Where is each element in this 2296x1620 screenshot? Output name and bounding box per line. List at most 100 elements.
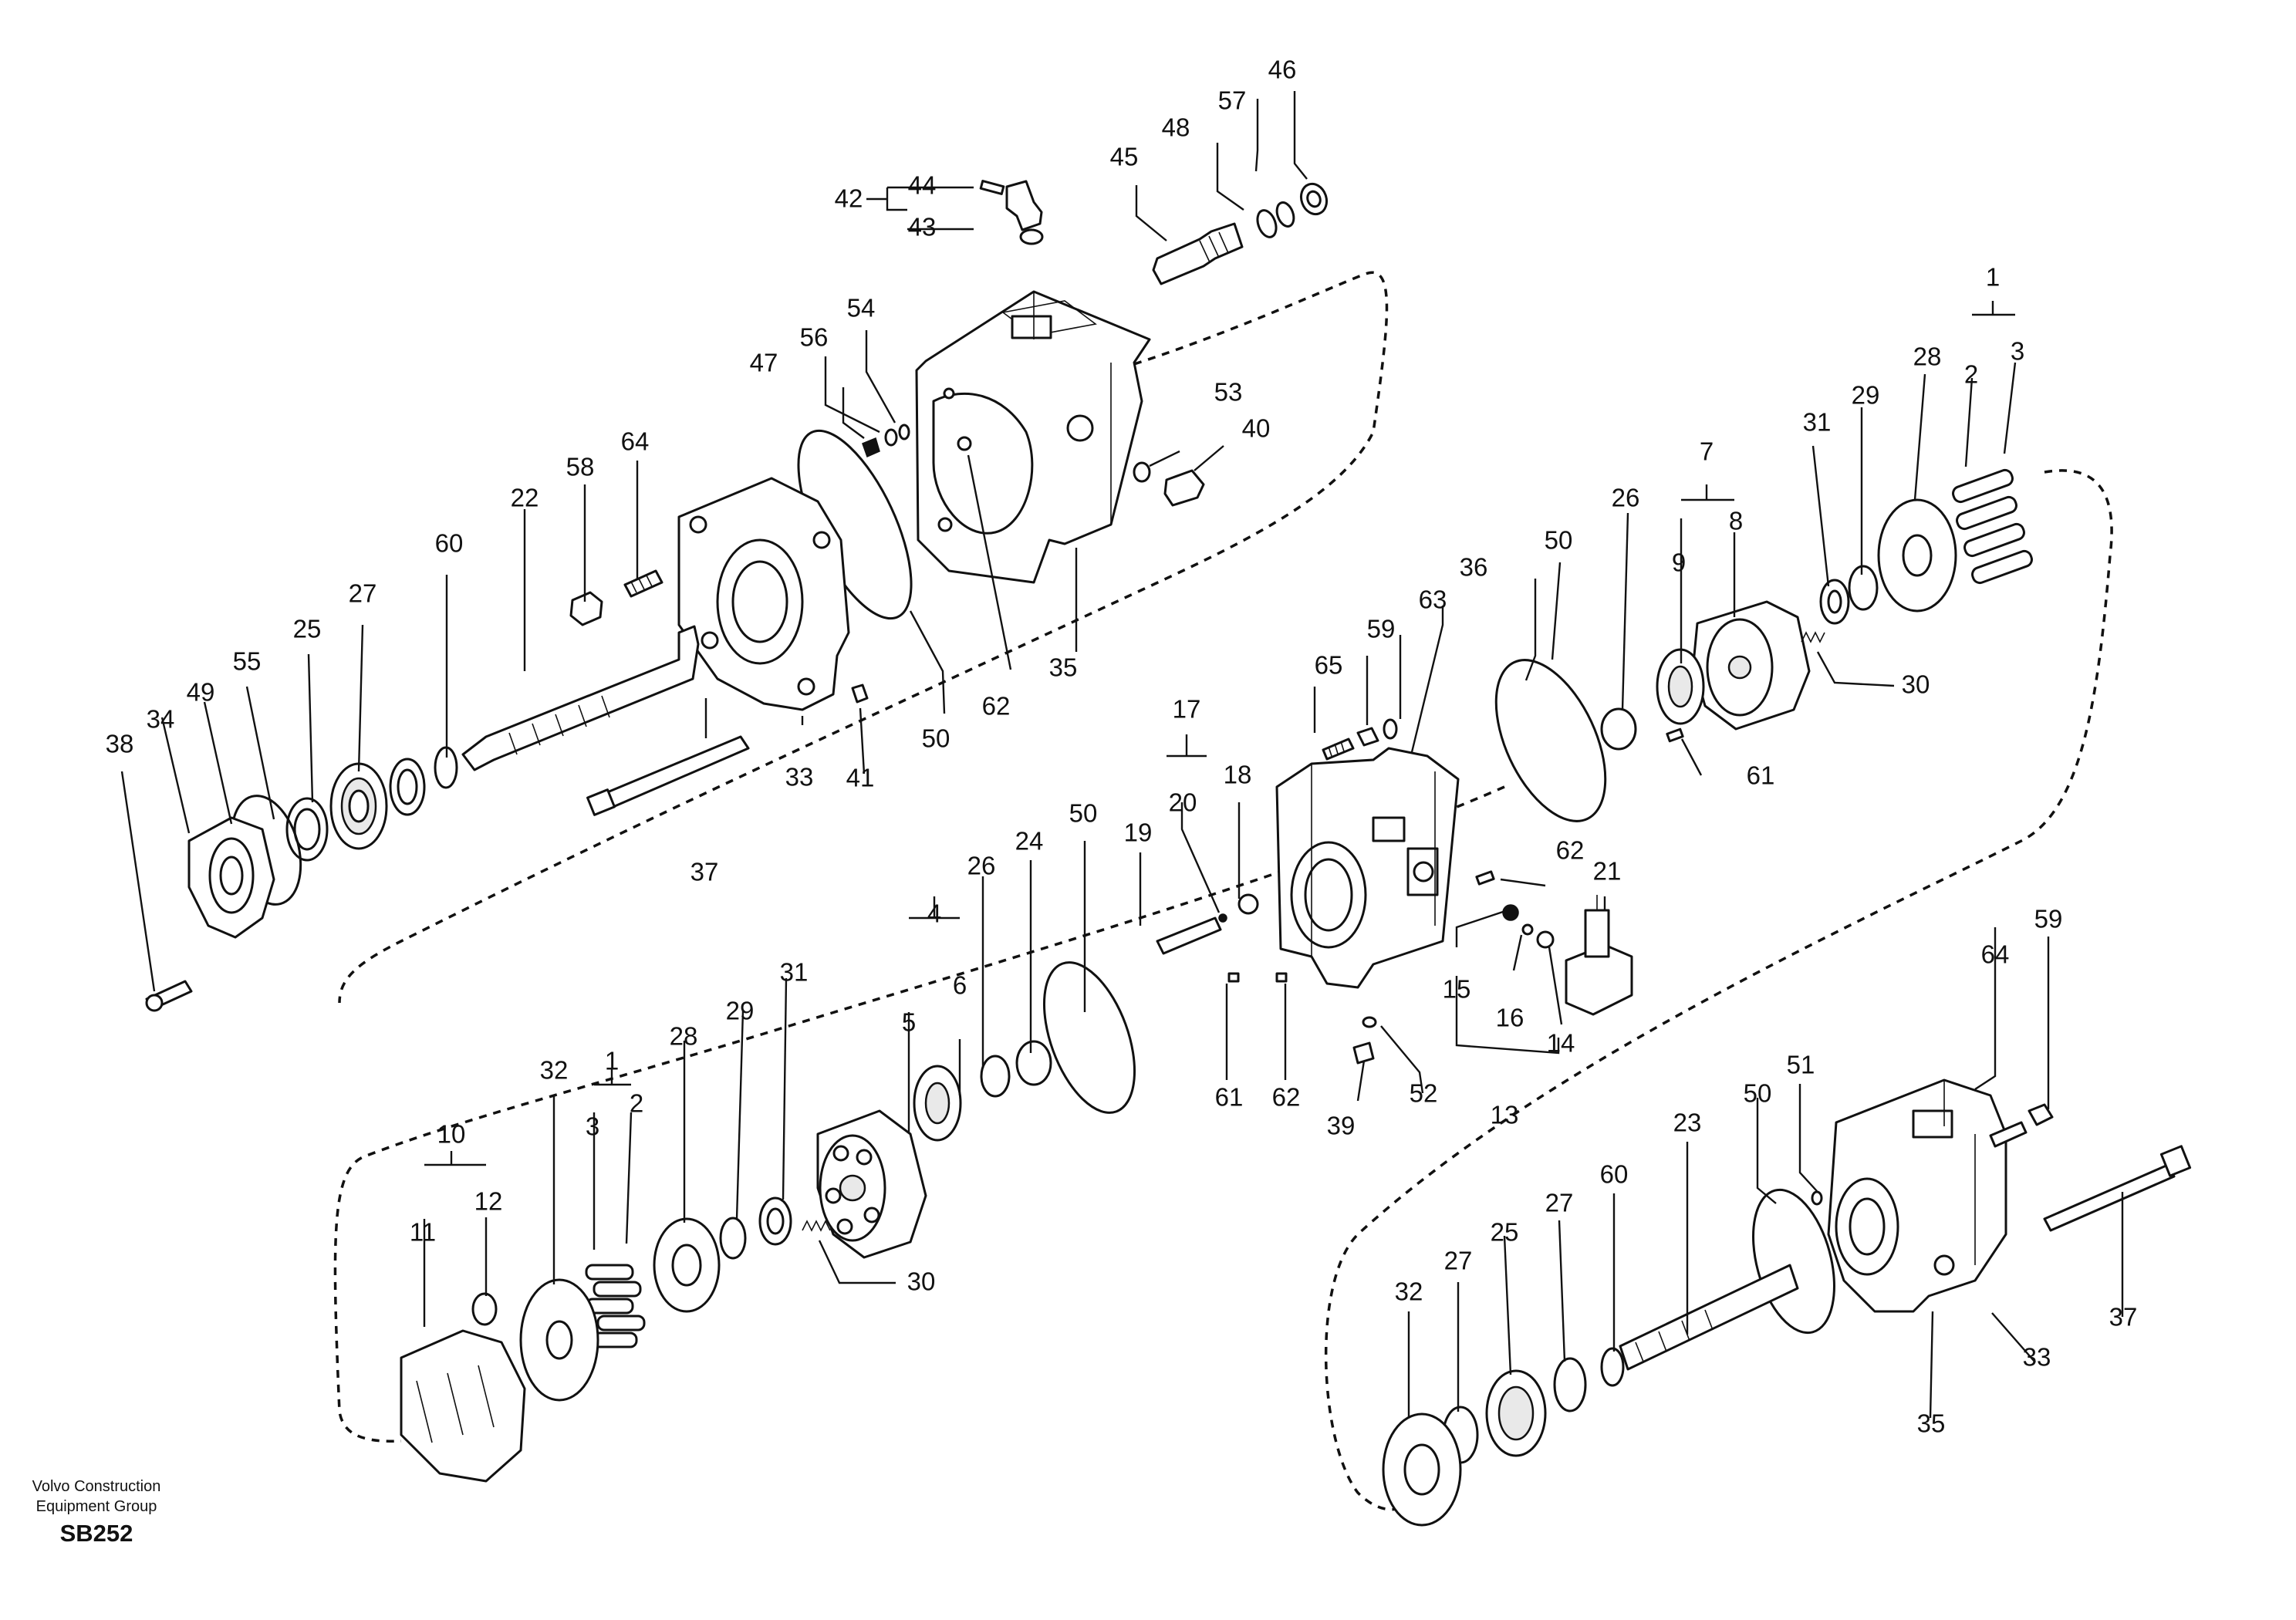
leader-lines [120,91,2124,1419]
callout-61a: 61 [1747,761,1775,790]
callout-1b: 1 [605,1047,619,1075]
callout-27b: 27 [1545,1189,1574,1217]
callout-58: 58 [566,453,595,481]
pin-41 [851,683,869,704]
callout-63: 63 [1419,586,1447,614]
callout-62b: 62 [1272,1083,1301,1112]
relief-valve-set [1152,182,1329,285]
assembly-outline-top [338,271,1389,1004]
callout-16: 16 [1496,1004,1524,1032]
callout-24: 24 [1015,827,1044,856]
piston-set-lower [585,1264,646,1348]
solenoid-seal-set [1502,904,1555,949]
callout-64b: 64 [1981,940,2010,969]
callout-40: 40 [1242,414,1271,443]
spring-upper [1801,631,1825,643]
callout-30b: 30 [907,1267,936,1296]
callout-62a: 62 [982,692,1011,721]
callout-8: 8 [1729,507,1743,535]
callout-62c: 62 [1556,836,1585,865]
callout-32b: 32 [1395,1277,1423,1306]
pump-housing-lower [1827,1078,2007,1313]
nut-and-stud-upper [569,569,663,626]
callout-1a: 1 [1986,263,2000,292]
callout-60a: 60 [435,529,464,558]
callout-59a: 59 [1367,615,1396,643]
callout-9: 9 [1672,548,1686,577]
callout-22: 22 [511,484,539,512]
callout-13: 13 [1491,1101,1519,1129]
callout-14: 14 [1547,1029,1575,1058]
callout-28b: 28 [670,1022,698,1051]
bushing-upper [1600,707,1684,751]
callout-25b: 25 [1491,1218,1519,1247]
callout-27a: 27 [349,579,377,608]
drawing-code: SB252 [59,1520,133,1547]
callout-21: 21 [1593,857,1622,886]
callout-38: 38 [106,730,134,758]
callout-65: 65 [1315,651,1343,680]
o-ring-upper-right [1494,659,1607,822]
piston-set-upper [1952,468,2033,585]
valve-block [1275,747,1460,989]
callout-37a: 37 [690,858,719,886]
callout-29a: 29 [1852,381,1880,410]
o-ring-lower [1752,1188,1835,1335]
small-pins [1227,870,1495,1065]
drive-shaft-upper [461,625,700,771]
callout-12: 12 [474,1187,503,1216]
callout-30a: 30 [1902,670,1930,699]
spring-lower [802,1220,831,1232]
callout-35a: 35 [1049,653,1078,682]
plug-and-ring [1133,461,1205,507]
callout-54: 54 [847,294,876,322]
publisher-line-2: Equipment Group [35,1498,157,1515]
callout-39: 39 [1327,1112,1356,1140]
callout-64a: 64 [621,427,650,456]
callout-57: 57 [1218,86,1247,115]
port-cover-upper [677,477,850,711]
pump-housing-upper [915,290,1151,584]
callout-27c: 27 [1444,1247,1473,1275]
callout-50a: 50 [922,724,950,753]
bearing-stack-lower [1382,1347,1625,1527]
callout-55: 55 [233,647,262,676]
callout-50b: 50 [1545,526,1573,555]
callout-23: 23 [1673,1109,1702,1137]
callout-4: 4 [927,899,941,928]
callout-19: 19 [1124,818,1153,847]
callout-3b: 3 [586,1112,599,1141]
callout-50d: 50 [1744,1079,1772,1108]
callout-59b: 59 [2034,905,2063,933]
callout-37b: 37 [2109,1303,2138,1331]
callout-41: 41 [846,764,875,792]
callout-3a: 3 [2011,337,2024,366]
callout-43: 43 [908,213,937,241]
bearing-stack-upper [285,746,458,862]
o-ring-center [1042,961,1136,1114]
retainer-plate-lower [519,1278,599,1402]
callout-56: 56 [800,323,829,352]
retainer-plate-upper [1877,498,1957,613]
solenoid-valve [1565,895,1633,1016]
callout-49: 49 [187,678,215,707]
callout-52: 52 [1410,1079,1438,1108]
callout-20: 20 [1169,788,1197,817]
callout-25a: 25 [293,615,322,643]
callout-15: 15 [1443,975,1471,1004]
callout-32a: 32 [540,1056,569,1085]
callout-44: 44 [908,171,937,200]
callout-5: 5 [902,1008,916,1037]
callout-34: 34 [147,705,175,734]
callout-31a: 31 [1803,408,1832,437]
callout-42: 42 [835,184,863,213]
callout-labels: 42 44 43 46 57 48 45 53 40 54 56 47 62 3… [106,56,2138,1438]
callout-46: 46 [1268,56,1297,84]
callout-47: 47 [750,349,778,377]
check-valve-set [1156,893,1259,955]
front-cover-upper [145,795,302,1012]
callout-51: 51 [1787,1051,1815,1079]
callout-29b: 29 [726,997,755,1025]
